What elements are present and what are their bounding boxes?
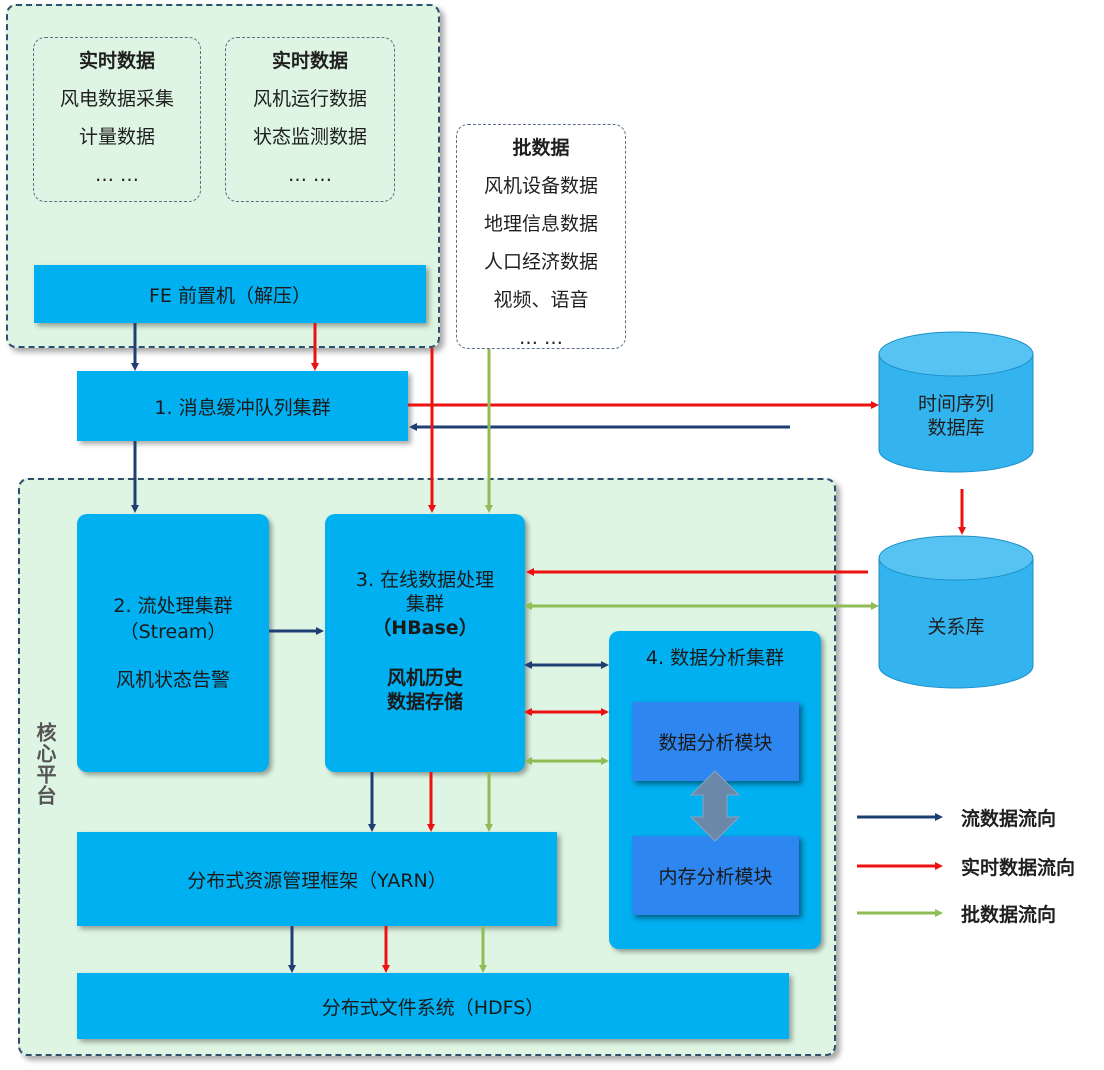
legend-stream-label: 流数据流向	[961, 808, 1057, 830]
memory-analysis-module-label: 内存分析模块	[658, 866, 773, 888]
online-cluster-title-2: 集群	[405, 593, 444, 615]
time-series-db-line2: 数据库	[927, 417, 985, 439]
realtime-data-item: 风电数据采集	[59, 88, 174, 110]
batch-data-item: 视频、语音	[493, 289, 589, 311]
online-cluster-desc-2: 数据存储	[386, 691, 463, 713]
memory-analysis-module: 内存分析模块	[632, 836, 799, 915]
stream-cluster-box: 2. 流处理集群 （Stream） 风机状态告警	[77, 514, 269, 772]
data-analysis-module: 数据分析模块	[632, 702, 799, 781]
data-analysis-module-label: 数据分析模块	[658, 732, 773, 754]
stream-cluster-desc: 风机状态告警	[115, 669, 230, 691]
fe-frontend-box: FE 前置机（解压）	[34, 265, 426, 323]
online-cluster-hbase: （HBase）	[372, 617, 478, 639]
hdfs-label: 分布式文件系统（HDFS）	[321, 996, 545, 1019]
legend-batch-label: 批数据流向	[961, 904, 1057, 926]
batch-data-box: 批数据 风机设备数据 地理信息数据 人口经济数据 视频、语音 … …	[456, 124, 626, 349]
realtime-data-title-2: 实时数据	[271, 50, 348, 72]
realtime-data-item: … …	[94, 164, 140, 186]
relational-db-cylinder	[878, 535, 1034, 689]
core-platform-label: 核心平台	[30, 722, 60, 806]
batch-data-title: 批数据	[512, 137, 570, 159]
relational-db-label: 关系库	[876, 612, 1036, 639]
core-platform-text: 核心平台	[33, 722, 57, 806]
batch-data-item: 人口经济数据	[483, 251, 598, 273]
analysis-cluster-title: 4. 数据分析集群	[645, 647, 785, 669]
realtime-data-item: 状态监测数据	[252, 126, 367, 148]
time-series-db-line1: 时间序列	[917, 393, 994, 415]
batch-data-item: … …	[518, 327, 564, 349]
realtime-data-item: 风机运行数据	[252, 88, 367, 110]
stream-cluster-title: 2. 流处理集群	[113, 595, 233, 617]
batch-data-item: 风机设备数据	[483, 175, 598, 197]
online-cluster-box: 3. 在线数据处理 集群 （HBase） 风机历史 数据存储	[325, 514, 525, 772]
realtime-data-box-1: 实时数据 风电数据采集 计量数据 … …	[33, 37, 201, 202]
message-queue-label: 1. 消息缓冲队列集群	[154, 396, 331, 419]
realtime-data-item: 计量数据	[78, 126, 155, 148]
time-series-db-label: 时间序列 数据库	[876, 392, 1036, 440]
hdfs-box: 分布式文件系统（HDFS）	[77, 973, 789, 1039]
realtime-data-item: … …	[287, 164, 333, 186]
stream-cluster-subtitle: （Stream）	[119, 621, 227, 643]
fe-label: FE 前置机（解压）	[149, 284, 311, 307]
batch-data-item: 地理信息数据	[483, 213, 598, 235]
yarn-box: 分布式资源管理框架（YARN）	[77, 832, 557, 926]
relational-db-text: 关系库	[927, 616, 985, 638]
legend-realtime-label: 实时数据流向	[961, 857, 1076, 879]
message-queue-box: 1. 消息缓冲队列集群	[77, 371, 408, 441]
time-series-db-cylinder	[878, 331, 1034, 473]
realtime-data-box-2: 实时数据 风机运行数据 状态监测数据 … …	[225, 37, 395, 202]
realtime-data-title-1: 实时数据	[78, 50, 155, 72]
online-cluster-desc-1: 风机历史	[386, 667, 463, 689]
online-cluster-title: 3. 在线数据处理	[355, 569, 495, 591]
yarn-label: 分布式资源管理框架（YARN）	[187, 869, 447, 892]
